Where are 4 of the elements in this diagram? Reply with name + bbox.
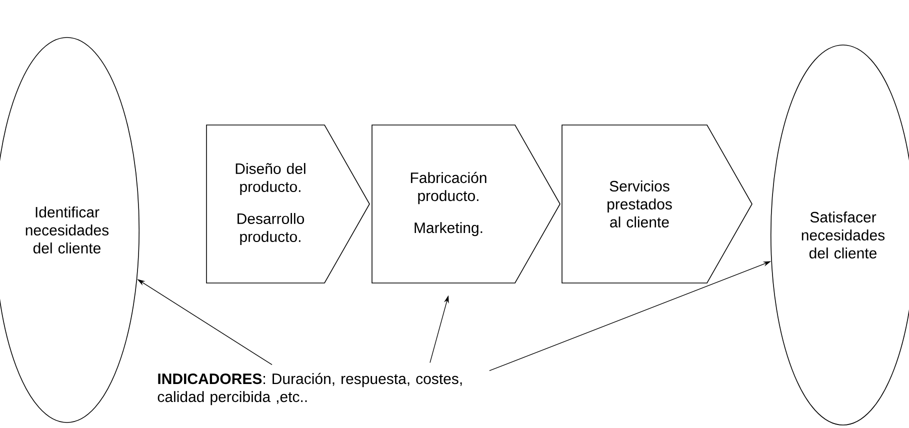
chevron-box: Servicios prestados al cliente xyxy=(562,124,752,284)
indicator-text: INDICADORES: Duración, respuesta, costes, calidad percibida ,etc.. xyxy=(158,372,462,406)
chevron-box: Fabricación producto. Marketing. xyxy=(372,124,560,284)
chevron-box: Diseño del producto. Desarrollo producto. xyxy=(206,124,370,284)
